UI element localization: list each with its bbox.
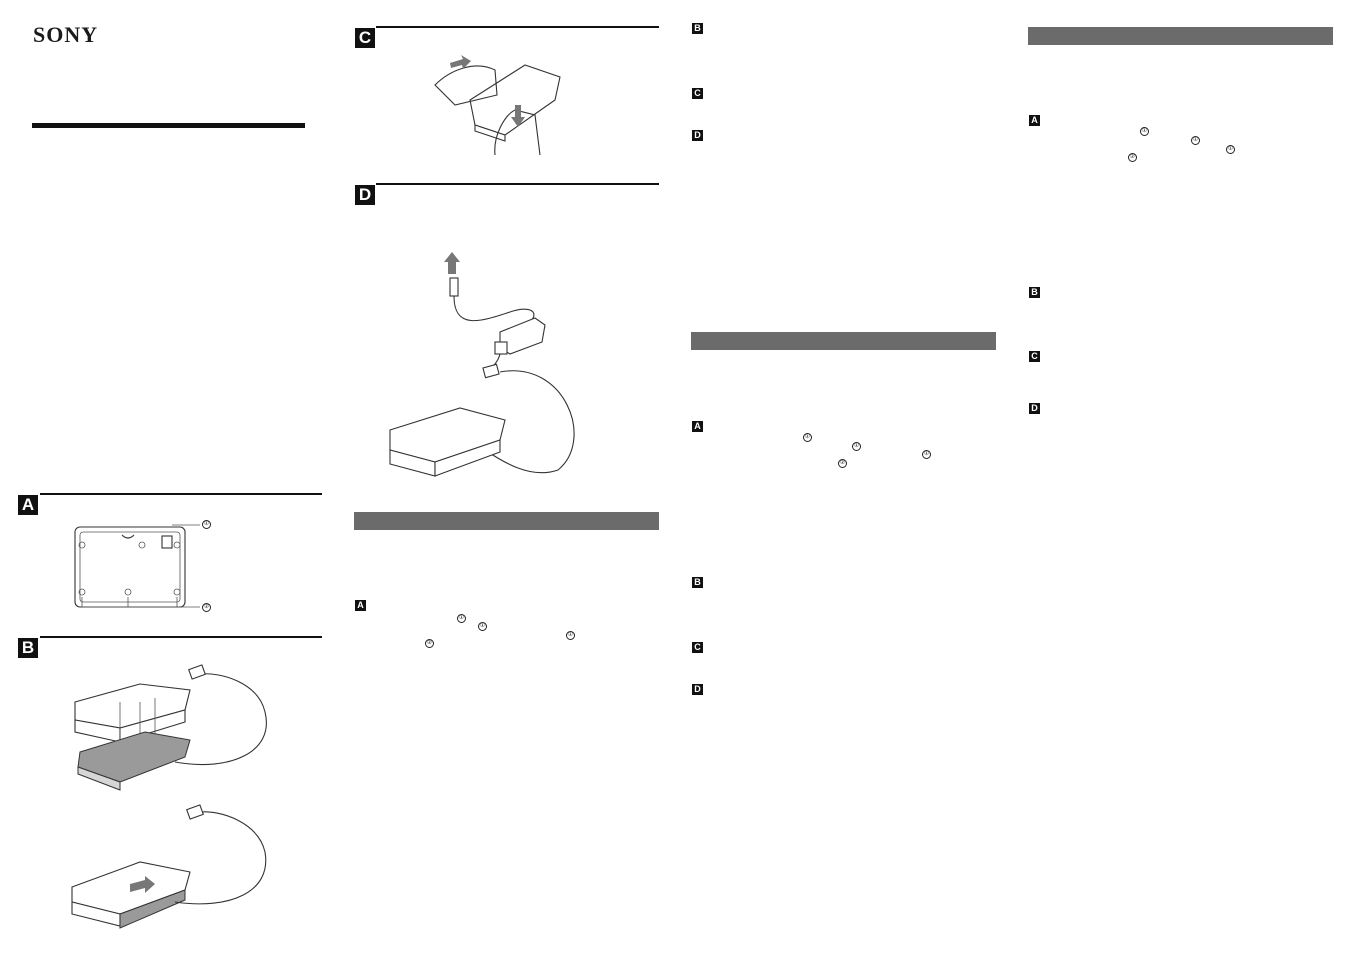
figure-b-illustration xyxy=(71,664,267,929)
col3-section-d2-label: D xyxy=(692,684,703,695)
figure-a-label: A xyxy=(18,495,38,515)
figure-c-illustration xyxy=(434,55,561,156)
col2-marker-4: ② xyxy=(425,639,434,648)
title-rule xyxy=(32,123,305,128)
callout-2-marker: ② xyxy=(202,603,211,612)
col4-section-d-label: D xyxy=(1029,403,1040,414)
callout-1-marker: ① xyxy=(202,520,211,529)
section-bar-col2 xyxy=(354,512,659,530)
figure-a-rule xyxy=(40,493,322,495)
figure-c-rule xyxy=(376,26,659,28)
col3-marker-1: ① xyxy=(803,433,812,442)
col4-marker-4: ② xyxy=(1128,153,1137,162)
col3-section-c-label: C xyxy=(692,88,703,99)
col3-section-c2-label: C xyxy=(692,642,703,653)
col4-marker-3: ① xyxy=(1226,145,1235,154)
figure-d-rule xyxy=(376,183,659,185)
col3-section-d-label: D xyxy=(692,130,703,141)
col2-section-a-label: A xyxy=(355,600,366,611)
col4-section-a-label: A xyxy=(1029,115,1040,126)
figure-d-label: D xyxy=(355,185,375,205)
col3-section-a2-label: A xyxy=(692,421,703,432)
col2-marker-1: ① xyxy=(457,614,466,623)
col3-section-b2-label: B xyxy=(692,577,703,588)
col3-marker-2: ① xyxy=(852,442,861,451)
figure-b-label: B xyxy=(18,638,38,658)
col3-marker-3: ① xyxy=(922,450,931,459)
col2-marker-2: ① xyxy=(478,622,487,631)
section-bar-col3 xyxy=(691,332,996,350)
col4-section-c-label: C xyxy=(1029,351,1040,362)
figure-c-label: C xyxy=(355,28,375,48)
col4-marker-2: ① xyxy=(1191,136,1200,145)
col3-marker-4: ② xyxy=(838,459,847,468)
figure-b-rule xyxy=(40,636,322,638)
sony-logo: SONY xyxy=(33,22,99,47)
figure-a-illustration xyxy=(74,524,200,608)
col3-section-b-label: B xyxy=(692,23,703,34)
col2-marker-3: ① xyxy=(566,631,575,640)
section-bar-col4 xyxy=(1028,27,1333,45)
col4-marker-1: ① xyxy=(1140,127,1149,136)
col4-section-b-label: B xyxy=(1029,287,1040,298)
figure-d-illustration xyxy=(389,252,575,477)
